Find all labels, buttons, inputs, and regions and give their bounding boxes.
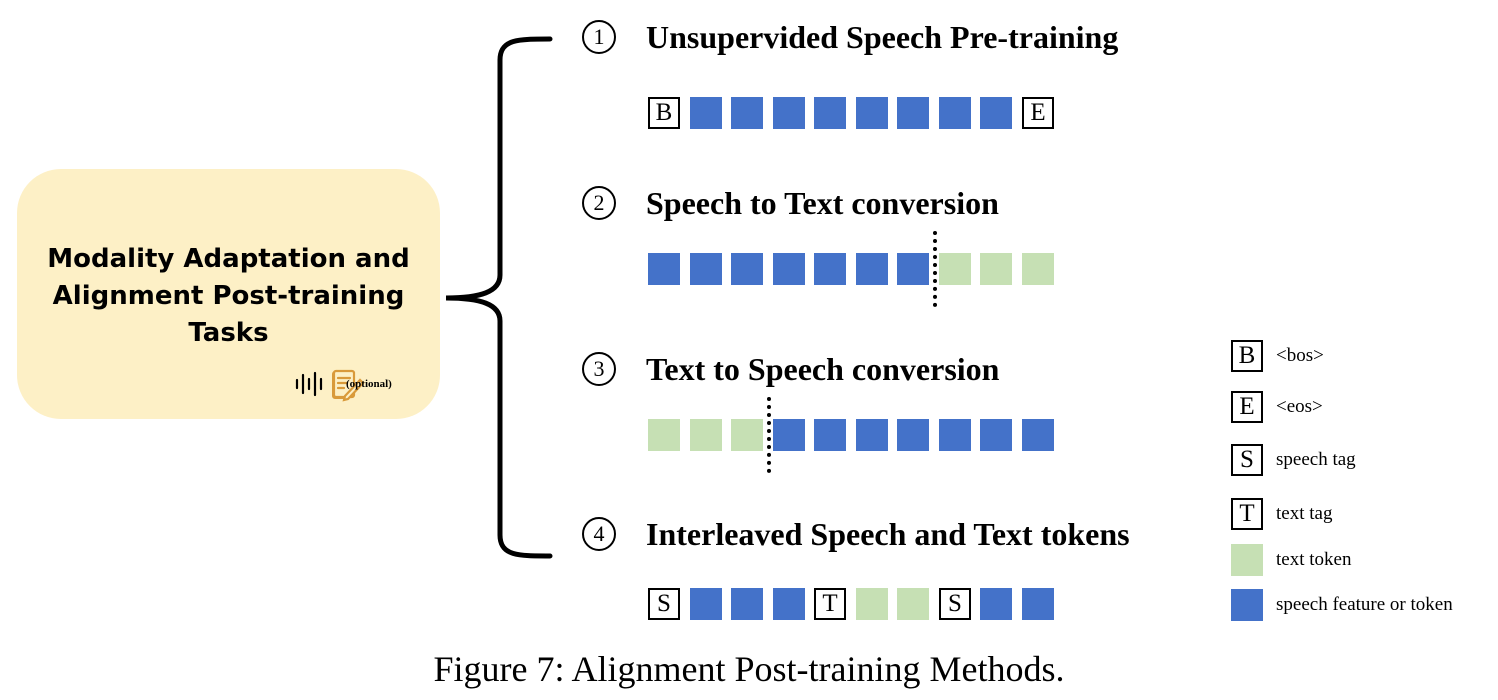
speech-token: [773, 419, 805, 451]
task-4-title: 4 Interleaved Speech and Text tokens: [582, 516, 1130, 553]
task-1-number: 1: [582, 20, 616, 54]
speech-token: [1022, 419, 1054, 451]
speech-token: [731, 253, 763, 285]
sequence-divider: [766, 397, 771, 473]
text-token: [690, 419, 722, 451]
speech-token: [856, 253, 888, 285]
task-3-label: Text to Speech conversion: [646, 351, 1000, 387]
speech-token: [690, 253, 722, 285]
box-title-line-3: Tasks: [188, 318, 269, 348]
speech-token: [856, 97, 888, 129]
text-token: [856, 588, 888, 620]
tag-token: T: [814, 588, 846, 620]
task-4-label: Interleaved Speech and Text tokens: [646, 516, 1130, 552]
legend-label: text token: [1276, 549, 1352, 570]
legend-label: speech tag: [1276, 449, 1356, 470]
speech-token: [814, 419, 846, 451]
speech-token: [1022, 588, 1054, 620]
tag-token: B: [648, 97, 680, 129]
figure-caption: Figure 7: Alignment Post-training Method…: [433, 649, 1065, 689]
speech-token: [773, 253, 805, 285]
task-2-title: 2 Speech to Text conversion: [582, 185, 999, 222]
legend-tag-swatch: T: [1231, 498, 1263, 530]
legend-speech-swatch: [1231, 589, 1263, 621]
speech-token: [856, 419, 888, 451]
speech-token: [773, 588, 805, 620]
waveform-icon: [295, 371, 323, 397]
modality-adaptation-box: Modality Adaptation and Alignment Post-t…: [17, 169, 440, 419]
task-3-title: 3 Text to Speech conversion: [582, 351, 999, 388]
speech-token: [980, 97, 1012, 129]
speech-token: [897, 419, 929, 451]
legend-label: <bos>: [1276, 345, 1324, 366]
curly-brace: [445, 36, 553, 559]
text-token: [980, 253, 1012, 285]
speech-token: [939, 419, 971, 451]
text-token: [731, 419, 763, 451]
speech-token: [814, 253, 846, 285]
legend-label: text tag: [1276, 503, 1333, 524]
legend-tag-swatch: S: [1231, 444, 1263, 476]
speech-token: [814, 97, 846, 129]
box-title-line-2: Alignment Post-training: [52, 281, 405, 311]
text-token: [939, 253, 971, 285]
speech-token: [731, 588, 763, 620]
task-3-number: 3: [582, 352, 616, 386]
text-token: [648, 419, 680, 451]
legend-label: speech feature or token: [1276, 594, 1453, 615]
legend-text-swatch: [1231, 544, 1263, 576]
sequence-divider: [932, 231, 937, 307]
tag-token: S: [939, 588, 971, 620]
speech-token: [731, 97, 763, 129]
task-4-number: 4: [582, 517, 616, 551]
box-title-line-1: Modality Adaptation and: [47, 244, 410, 274]
speech-token: [690, 588, 722, 620]
legend-tag-swatch: B: [1231, 340, 1263, 372]
speech-token: [773, 97, 805, 129]
task-2-label: Speech to Text conversion: [646, 185, 999, 221]
tag-token: S: [648, 588, 680, 620]
task-2-number: 2: [582, 186, 616, 220]
speech-token: [980, 419, 1012, 451]
task-1-label: Unsupervided Speech Pre-training: [646, 19, 1119, 55]
document-pen-icon: [332, 369, 365, 402]
speech-token: [648, 253, 680, 285]
speech-token: [690, 97, 722, 129]
box-title: Modality Adaptation and Alignment Post-t…: [17, 241, 440, 352]
text-token: [897, 588, 929, 620]
speech-token: [897, 253, 929, 285]
speech-token: [980, 588, 1012, 620]
legend-label: <eos>: [1276, 396, 1323, 417]
speech-token: [939, 97, 971, 129]
tag-token: E: [1022, 97, 1054, 129]
text-token: [1022, 253, 1054, 285]
task-1-title: 1 Unsupervided Speech Pre-training: [582, 19, 1118, 56]
legend-tag-swatch: E: [1231, 391, 1263, 423]
optional-label: (optional): [346, 378, 392, 390]
speech-token: [897, 97, 929, 129]
